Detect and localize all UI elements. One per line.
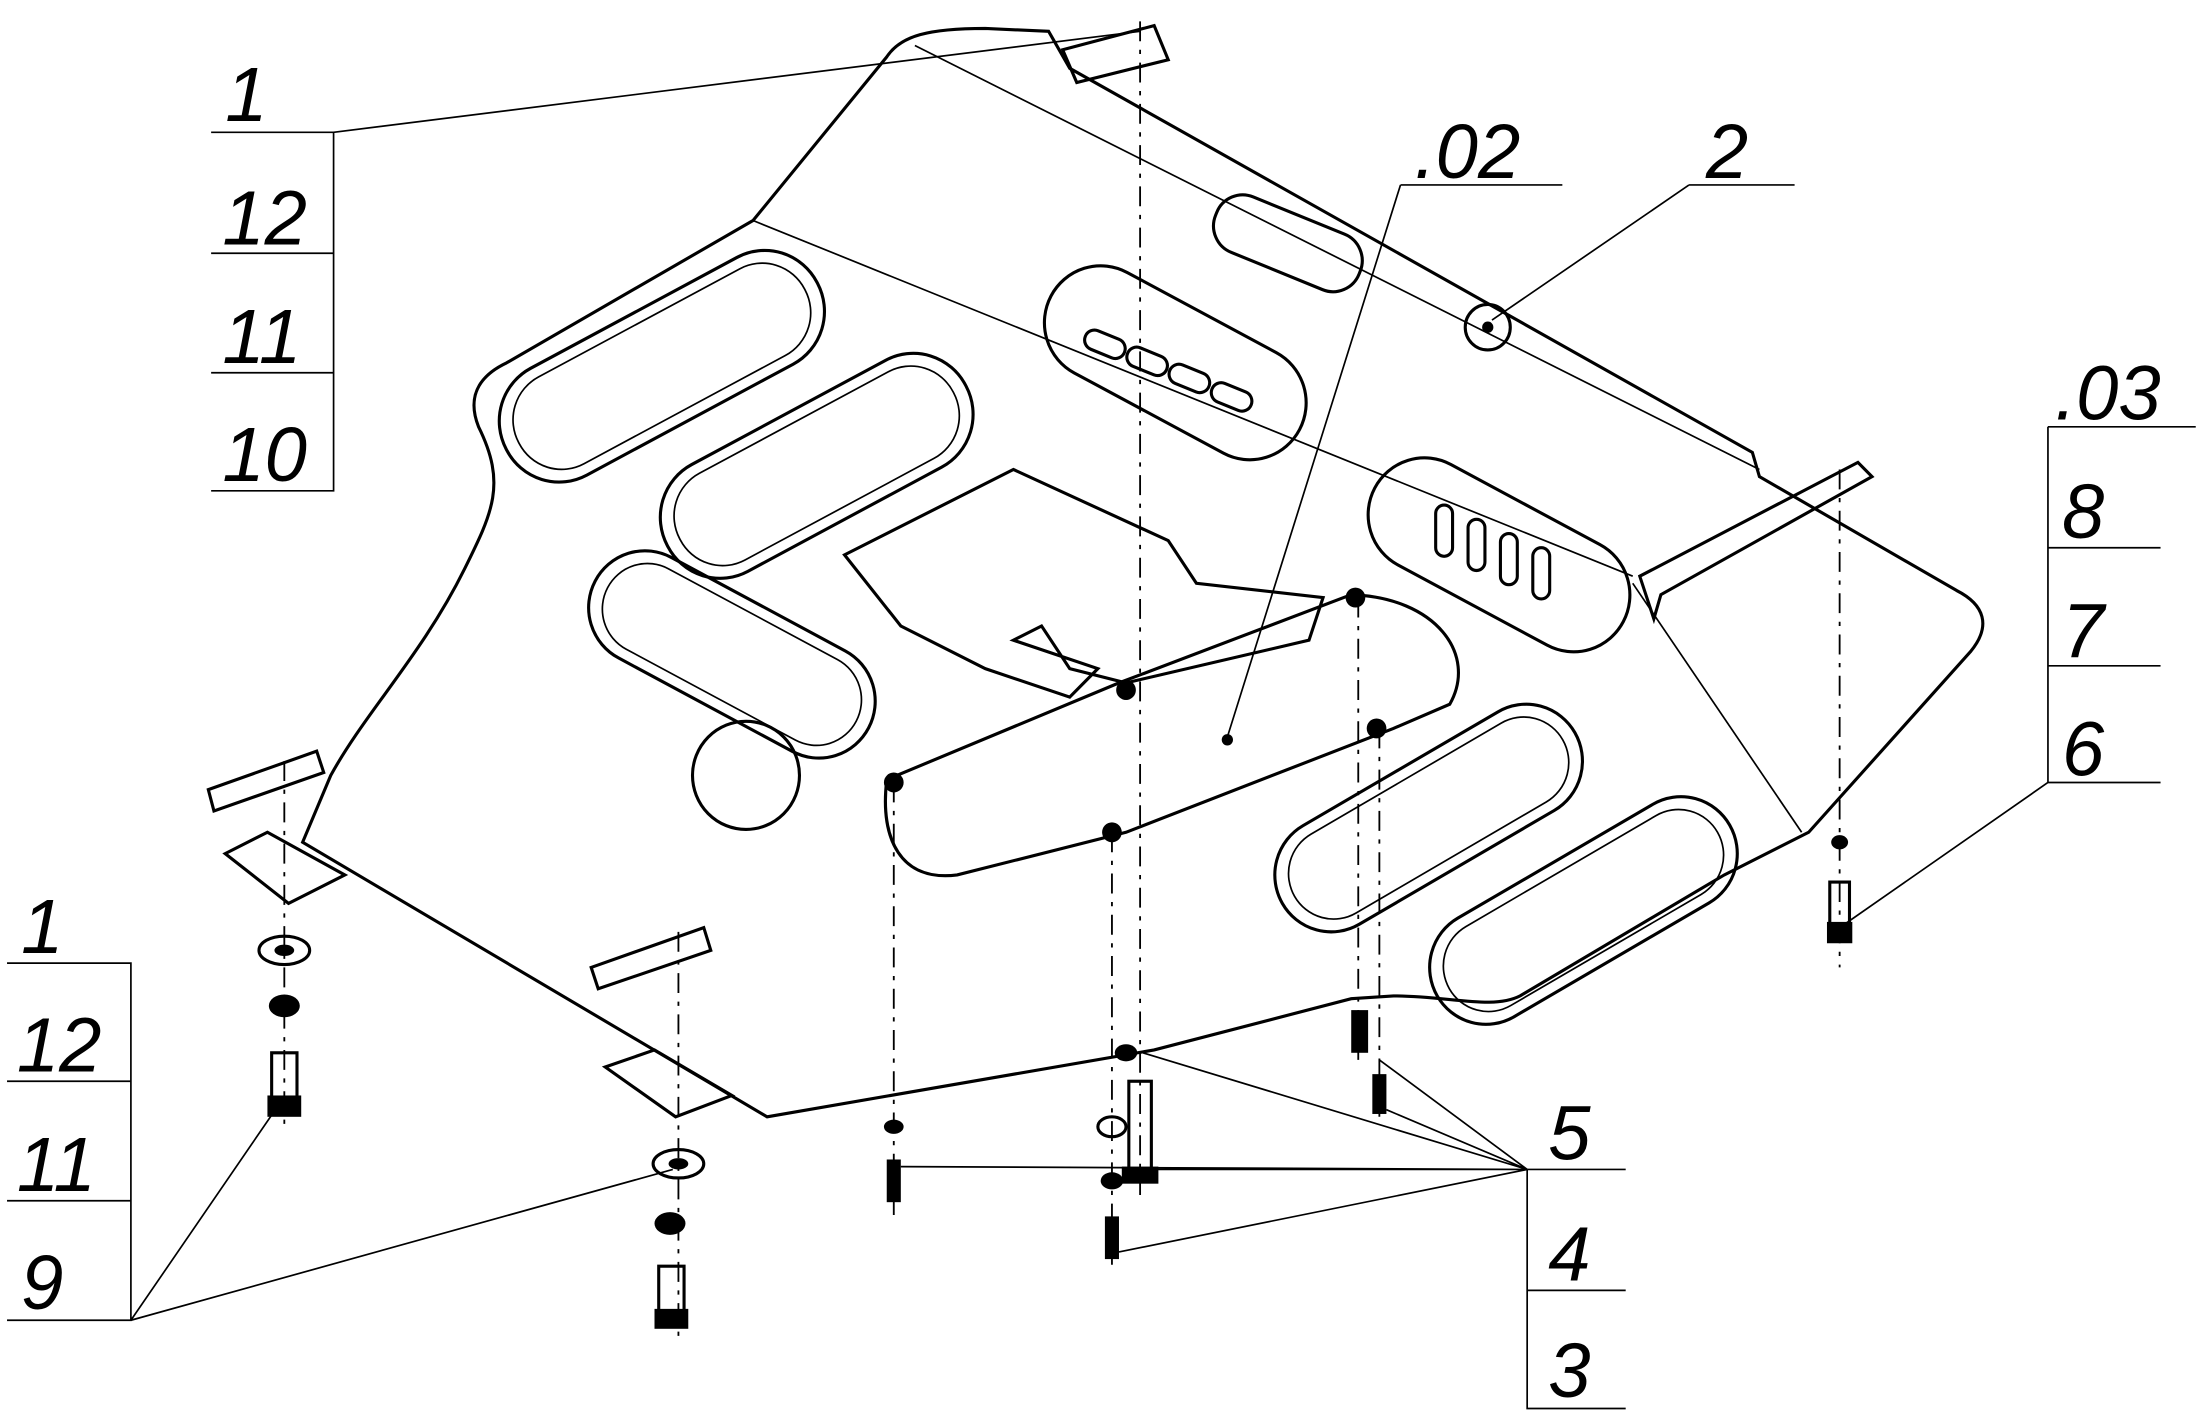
- callout-10-top: 10: [222, 413, 307, 498]
- plate-bend-line-3: [1632, 582, 1803, 833]
- fasteners: [257, 835, 1853, 1329]
- stiffening-ribs: [497, 193, 1739, 1026]
- callout-12-bottom: 12: [17, 1003, 102, 1088]
- centerlines: [283, 21, 1841, 1338]
- leader-lines: [7, 30, 2196, 1410]
- callout-labels: 1 12 11 10 1 12 11 9 .03 8 7 6 5 4 3 .02…: [17, 53, 2161, 1415]
- callout-3: 3: [1548, 1329, 1590, 1414]
- callout-2: 2: [1705, 109, 1748, 194]
- callout-11-bottom: 11: [17, 1122, 96, 1207]
- callout-9: 9: [21, 1241, 63, 1326]
- callout-4: 4: [1548, 1212, 1590, 1297]
- callout-8: 8: [2062, 469, 2105, 554]
- callout-02: .02: [1415, 109, 1521, 194]
- callout-11-top: 11: [222, 294, 301, 379]
- callout-6: 6: [2062, 707, 2105, 792]
- callout-5: 5: [1548, 1091, 1591, 1176]
- mount-points: [883, 321, 1494, 843]
- callout-1-bottom: 1: [21, 885, 63, 970]
- callout-12-top: 12: [222, 176, 307, 261]
- plate-bend-line-2: [914, 44, 1760, 471]
- callout-1-top: 1: [225, 53, 267, 138]
- brackets: [206, 23, 1875, 1119]
- callout-7: 7: [2062, 589, 2107, 674]
- plate-bend-line-1: [752, 219, 1634, 577]
- vent-slots: [1083, 328, 1552, 601]
- skid-plate-outline: [300, 26, 1985, 1119]
- sub-plate-02: [883, 593, 1460, 878]
- callout-03: .03: [2055, 351, 2161, 436]
